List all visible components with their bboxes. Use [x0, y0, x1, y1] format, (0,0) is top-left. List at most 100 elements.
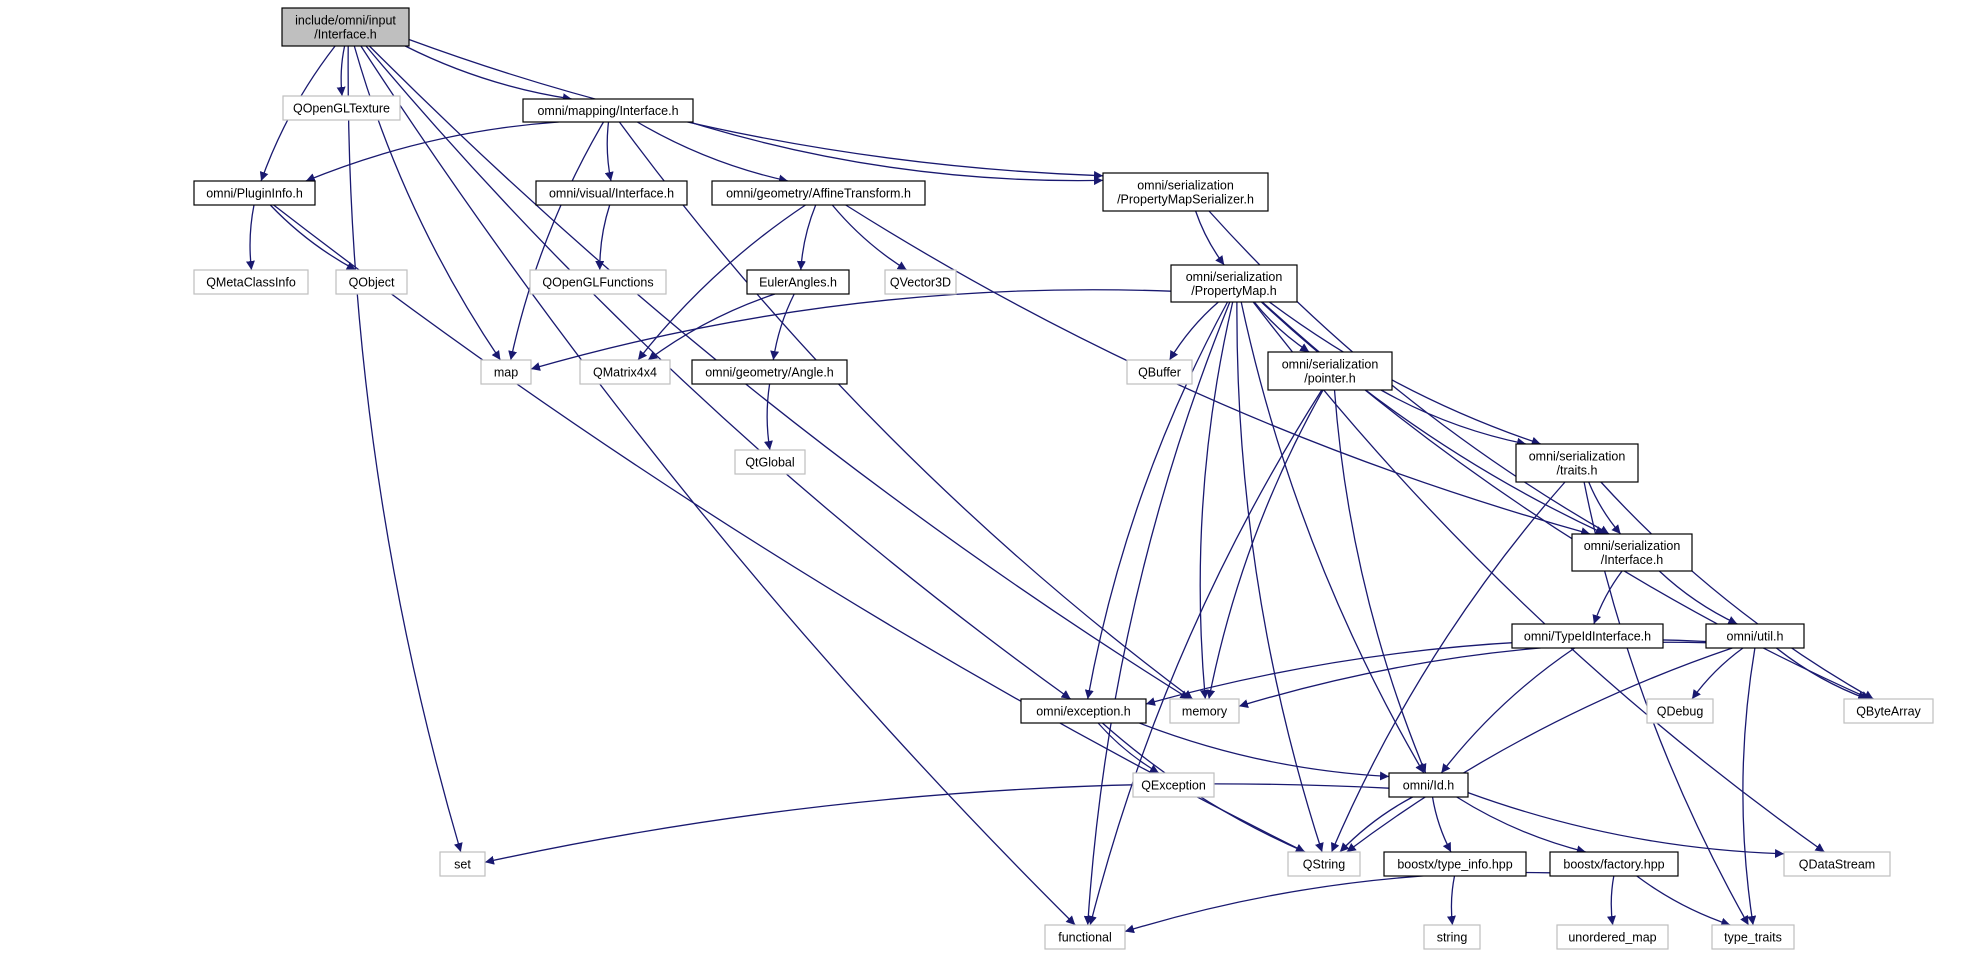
edge-traits-to-ser_iface — [1588, 481, 1622, 535]
node-id[interactable]: omni/Id.h — [1388, 772, 1469, 798]
node-qstring-label: QString — [1303, 858, 1345, 872]
edge-root-to-exception — [365, 45, 1071, 700]
edge-mapping_iface-to-visual_iface — [604, 121, 614, 182]
node-ser_iface-label: omni/serialization — [1584, 539, 1681, 553]
node-qexception-label: QException — [1141, 779, 1206, 793]
node-pointer-label: /pointer.h — [1304, 372, 1355, 386]
node-util[interactable]: omni/util.h — [1705, 623, 1805, 649]
node-eulerangles[interactable]: EulerAngles.h — [746, 269, 850, 295]
edge-pluginfo-to-qobject — [269, 204, 357, 271]
node-util-label: omni/util.h — [1727, 630, 1784, 644]
edge-propertymap-to-qbuffer — [1169, 301, 1219, 361]
node-typeid[interactable]: omni/TypeIdInterface.h — [1511, 623, 1664, 649]
edge-pointer-to-traits — [1380, 389, 1527, 447]
edge-root-to-set — [347, 45, 463, 853]
node-angle-box — [691, 359, 848, 385]
node-pluginfo[interactable]: omni/PluginInfo.h — [193, 180, 316, 206]
node-mapping_iface-label: omni/mapping/Interface.h — [537, 104, 678, 118]
node-map-box — [480, 359, 532, 385]
node-qtglobal-box — [734, 449, 806, 475]
edge-factory-to-type_traits — [1636, 875, 1731, 927]
node-typeid-label: omni/TypeIdInterface.h — [1524, 630, 1651, 644]
edge-pluginfo-to-qstring — [273, 204, 1306, 853]
node-visual_iface[interactable]: omni/visual/Interface.h — [535, 180, 688, 206]
node-angle[interactable]: omni/geometry/Angle.h — [691, 359, 848, 385]
node-factory-box — [1549, 851, 1679, 877]
node-traits-box — [1515, 443, 1639, 483]
edge-propertymap-to-qdatastream — [1252, 301, 1825, 853]
edge-affine-to-qvector3d — [831, 204, 908, 271]
node-string: string — [1423, 924, 1481, 950]
edge-util-to-type_traits — [1742, 647, 1757, 926]
edge-root-to-qopengltexture — [336, 45, 346, 97]
edge-id-to-set — [484, 783, 1390, 865]
node-exception[interactable]: omni/exception.h — [1020, 698, 1147, 724]
edge-exception-to-id — [1139, 722, 1390, 781]
node-propertymap[interactable]: omni/serialization/PropertyMap.h — [1170, 264, 1298, 303]
edge-mapping_iface-to-map — [508, 121, 605, 361]
node-visual_iface-box — [535, 180, 688, 206]
node-functional: functional — [1044, 924, 1126, 950]
node-typeinfo-box — [1383, 851, 1527, 877]
node-pointer[interactable]: omni/serialization/pointer.h — [1267, 351, 1393, 391]
edge-propertymap-to-pointer — [1253, 301, 1310, 353]
node-qbuffer-label: QBuffer — [1138, 366, 1181, 380]
node-map-label: map — [494, 366, 518, 380]
node-pluginfo-box — [193, 180, 316, 206]
node-exception-box — [1020, 698, 1147, 724]
node-affine[interactable]: omni/geometry/AffineTransform.h — [711, 180, 926, 206]
node-util-box — [1705, 623, 1805, 649]
node-affine-box — [711, 180, 926, 206]
dependency-edges — [245, 38, 1874, 934]
node-ser_iface[interactable]: omni/serialization/Interface.h — [1571, 533, 1693, 572]
node-pluginfo-label: omni/PluginInfo.h — [206, 187, 303, 201]
edge-pmserializer-to-propertymap — [1194, 210, 1225, 266]
edge-propertymap-to-exception — [1084, 301, 1229, 700]
node-qobject-box — [335, 269, 408, 295]
node-id-box — [1388, 772, 1469, 798]
node-root[interactable]: include/omni/input/Interface.h — [281, 7, 410, 47]
node-factory[interactable]: boostx/factory.hpp — [1549, 851, 1679, 877]
node-root-label: include/omni/input — [295, 14, 396, 28]
edge-root-to-pmserializer — [408, 38, 1104, 180]
edge-typeinfo-to-string — [1446, 875, 1456, 926]
node-qopenglfunctions-box — [529, 269, 667, 295]
node-propertymap-label: omni/serialization — [1186, 270, 1283, 284]
node-id-label: omni/Id.h — [1403, 779, 1454, 793]
node-qtglobal-label: QtGlobal — [745, 456, 794, 470]
edge-factory-to-unordered_map — [1607, 875, 1616, 926]
edge-exception-to-qexception — [1097, 722, 1160, 774]
node-qbytearray-label: QByteArray — [1856, 705, 1921, 719]
node-unordered_map-label: unordered_map — [1568, 931, 1656, 945]
edge-id-to-factory — [1456, 796, 1586, 855]
edge-ser_iface-to-typeid — [1592, 570, 1623, 625]
edge-root-to-memory — [368, 45, 1190, 700]
edge-id-to-qdatastream — [1467, 791, 1785, 859]
node-qexception-box — [1132, 772, 1215, 798]
node-qstring: QString — [1287, 851, 1361, 877]
node-memory: memory — [1169, 698, 1240, 724]
node-qopengltexture-box — [282, 95, 401, 121]
edge-eulerangles-to-qmatrix4x4 — [647, 293, 776, 361]
node-mapping_iface[interactable]: omni/mapping/Interface.h — [522, 98, 694, 123]
node-set-label: set — [454, 858, 471, 872]
node-qdatastream: QDataStream — [1783, 851, 1891, 877]
node-propertymap-box — [1170, 264, 1298, 303]
node-qexception: QException — [1132, 772, 1215, 798]
node-qmetaclassinfo-box — [193, 269, 309, 295]
node-memory-box — [1169, 698, 1240, 724]
edge-angle-to-qtglobal — [764, 383, 773, 451]
node-affine-label: omni/geometry/AffineTransform.h — [726, 187, 911, 201]
edge-util-to-qstring — [1346, 647, 1733, 853]
node-qbuffer: QBuffer — [1126, 359, 1193, 385]
edge-mapping_iface-to-pluginfo — [305, 121, 559, 182]
edge-util-to-exception — [1145, 638, 1707, 706]
node-qobject: QObject — [335, 269, 408, 295]
edge-propertymap-to-memory — [1199, 301, 1234, 700]
node-mapping_iface-box — [522, 98, 694, 123]
node-traits[interactable]: omni/serialization/traits.h — [1515, 443, 1639, 483]
node-typeinfo-label: boostx/type_info.hpp — [1397, 858, 1512, 872]
node-pmserializer[interactable]: omni/serialization/PropertyMapSerializer… — [1102, 172, 1269, 212]
edge-eulerangles-to-angle — [770, 293, 795, 361]
node-typeinfo[interactable]: boostx/type_info.hpp — [1383, 851, 1527, 877]
